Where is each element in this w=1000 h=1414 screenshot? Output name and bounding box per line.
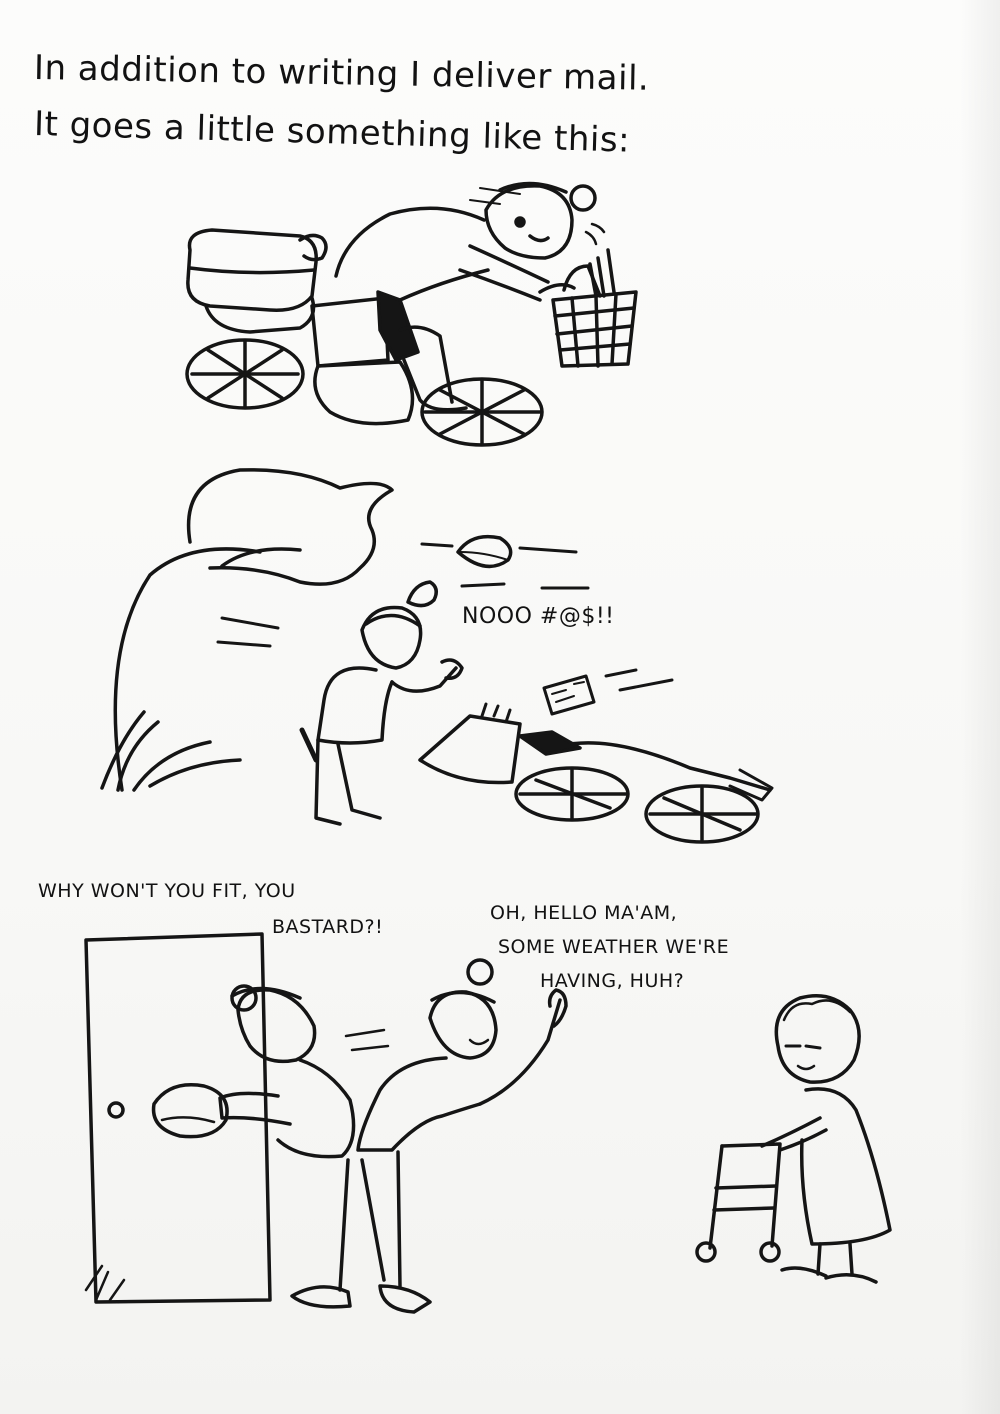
panel-2-wind — [100, 468, 774, 844]
panel-1-cyclist — [185, 181, 638, 447]
bike-front-wheel — [420, 377, 544, 447]
greeting-speech-line-2: SOME WEATHER WE'RE — [498, 936, 730, 958]
paper-edge-shadow — [960, 0, 1000, 1414]
frustrated-speech-line-1: WHY WON'T YOU FIT, YOU — [38, 880, 296, 902]
frustrated-speech-line-2: BASTARD?! — [272, 916, 384, 938]
panel-3-door-scene — [84, 932, 892, 1314]
bike-rear-wheel — [185, 338, 305, 410]
greeting-speech-line-3: HAVING, HUH? — [540, 970, 685, 992]
greeting-speech-line-1: OH, HELLO MA'AM, — [490, 902, 678, 924]
panel-2-exclamation: NOOO #@$!! — [462, 604, 615, 629]
